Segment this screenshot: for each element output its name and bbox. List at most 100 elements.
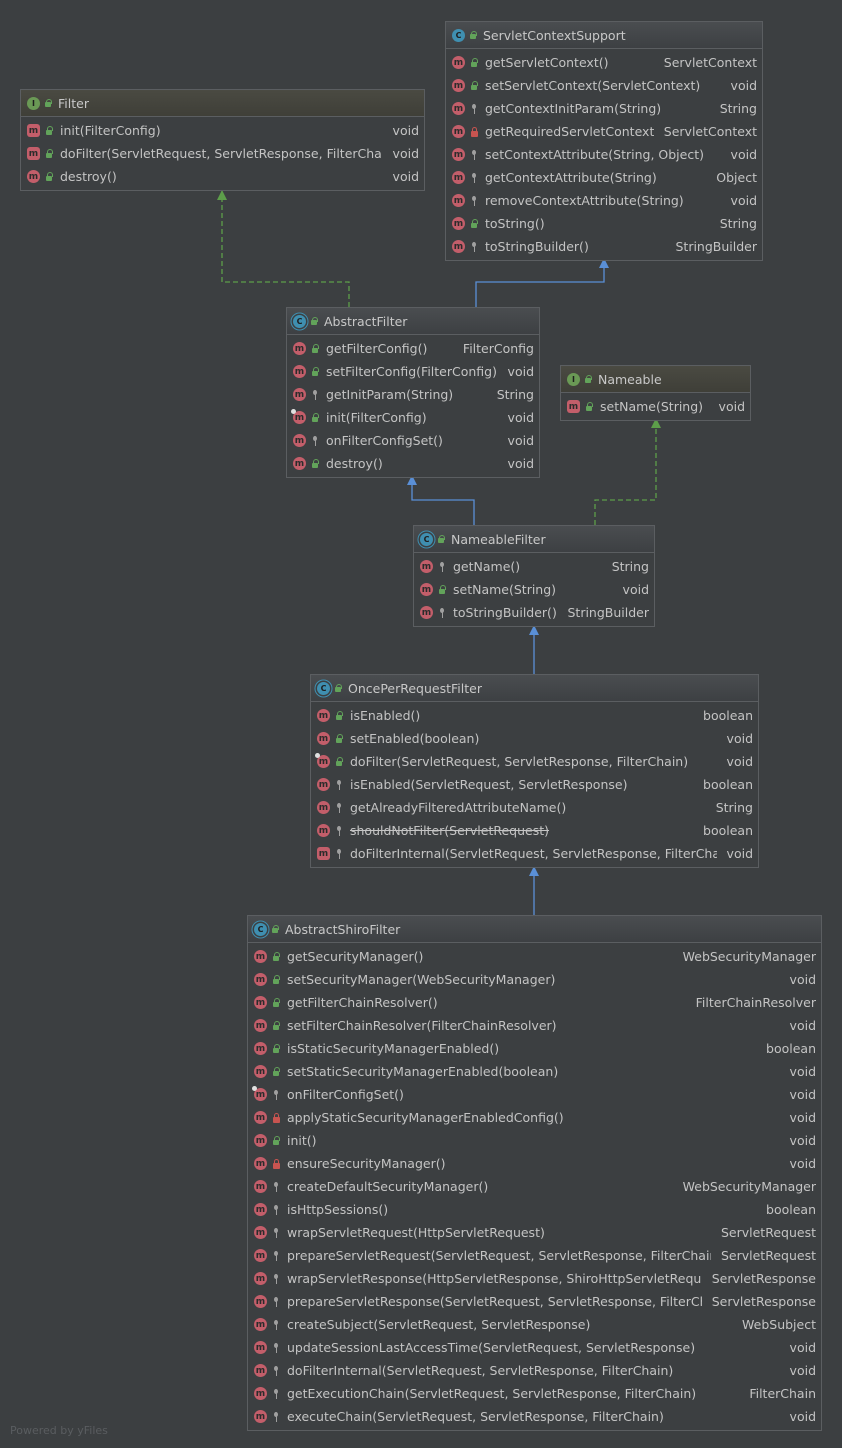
method-return-type: void: [789, 1133, 816, 1148]
public-visibility-icon: [437, 535, 445, 543]
method-signature: init(FilterConfig): [60, 123, 161, 138]
public-visibility-icon: [469, 80, 479, 92]
implements-edge-af-filter: [221, 190, 350, 307]
private-lock-visibility-icon: [271, 1158, 281, 1170]
class-header[interactable]: C OncePerRequestFilter: [311, 675, 758, 702]
method-signature: getInitParam(String): [326, 387, 454, 402]
method-icon: m: [452, 102, 465, 115]
method-icon: m: [254, 1134, 267, 1147]
abstract-kind-icon: C: [317, 681, 330, 695]
method-icon: m: [293, 434, 306, 447]
method-return-type: WebSecurityManager: [682, 1179, 816, 1194]
protected-visibility-icon: [271, 1273, 281, 1285]
method-icon: m: [27, 147, 40, 160]
public-visibility-icon: [271, 1043, 281, 1055]
method-return-type: String: [719, 101, 757, 116]
method-icon: m: [254, 1341, 267, 1354]
protected-visibility-icon: [334, 802, 344, 814]
method-icon: m: [452, 194, 465, 207]
implements-edge-nf-nameable: [594, 418, 657, 525]
method-return-type: void: [507, 456, 534, 471]
method-icon: m: [293, 457, 306, 470]
public-visibility-icon: [310, 366, 320, 378]
arrow-head-icon: [217, 190, 227, 200]
protected-visibility-icon: [469, 172, 479, 184]
method-return-type: void: [789, 1087, 816, 1102]
class-title: OncePerRequestFilter: [348, 680, 482, 696]
method-return-type: void: [789, 972, 816, 987]
method-signature: setName(String): [453, 582, 557, 597]
public-visibility-icon: [271, 925, 279, 933]
class-title: NameableFilter: [451, 531, 546, 547]
method-icon: m: [452, 125, 465, 138]
protected-visibility-icon: [271, 1388, 281, 1400]
method-signature: isEnabled(): [350, 708, 421, 723]
protected-visibility-icon: [271, 1365, 281, 1377]
